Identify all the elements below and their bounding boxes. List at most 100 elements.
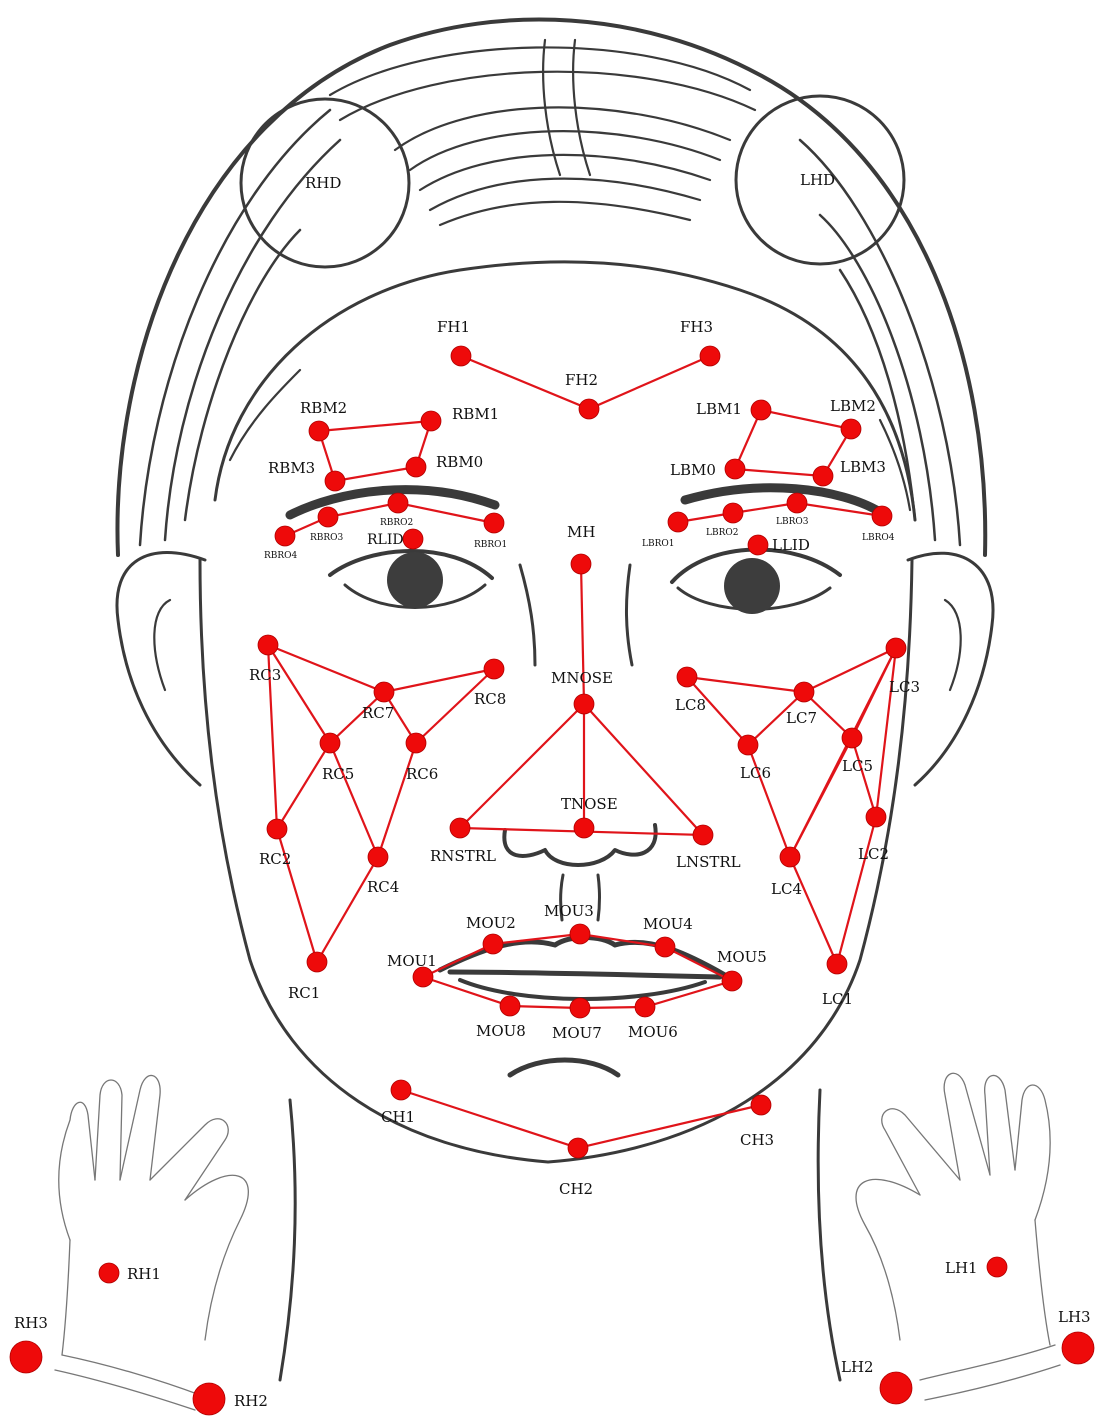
label-LC4: LC4: [771, 880, 802, 898]
marker-RH3: [10, 1341, 42, 1373]
label-FH2: FH2: [565, 371, 598, 389]
marker-LC8: [677, 667, 697, 687]
label-LBRO1: LBRO1: [642, 539, 674, 549]
label-LBM0: LBM0: [670, 461, 716, 479]
marker-LBM0: [725, 459, 745, 479]
marker-RC8: [484, 659, 504, 679]
label-RBM1: RBM1: [452, 405, 499, 423]
label-RC1: RC1: [288, 984, 320, 1002]
label-RLID: RLID: [367, 532, 404, 548]
label-FH1: FH1: [437, 318, 470, 336]
marker-CH2: [568, 1138, 588, 1158]
marker-LH3: [1062, 1332, 1094, 1364]
marker-RBM1: [421, 411, 441, 431]
marker-MOU6: [635, 997, 655, 1017]
label-LH3: LH3: [1058, 1308, 1091, 1326]
marker-LBM2: [841, 419, 861, 439]
label-LNSTRL: LNSTRL: [676, 853, 741, 871]
label-LBRO4: LBRO4: [862, 533, 895, 543]
edge-rc-outer: [268, 645, 378, 962]
marker-LC6: [738, 735, 758, 755]
label-MOU1: MOU1: [387, 952, 437, 970]
marker-RC5: [320, 733, 340, 753]
marker-MOU5: [722, 971, 742, 991]
marker-RBM3: [325, 471, 345, 491]
marker-RC2: [267, 819, 287, 839]
marker-RBM2: [309, 421, 329, 441]
right-hand-drawing: [55, 1075, 248, 1410]
label-RBM0: RBM0: [436, 453, 483, 471]
marker-LBRO3: [787, 493, 807, 513]
marker-LBRO2: [723, 503, 743, 523]
label-LBM1: LBM1: [696, 400, 742, 418]
label-RC5: RC5: [322, 765, 354, 783]
marker-RLID: [403, 529, 423, 549]
marker-RH1: [99, 1263, 119, 1283]
marker-RC3: [258, 635, 278, 655]
marker-RH2: [193, 1383, 225, 1415]
marker-MOU3: [570, 924, 590, 944]
marker-LBRO1: [668, 512, 688, 532]
edge-lbm: [735, 410, 851, 476]
label-TNOSE: TNOSE: [561, 795, 618, 813]
label-RC2: RC2: [259, 850, 291, 868]
label-RC7: RC7: [362, 704, 394, 722]
marker-FH2: [579, 399, 599, 419]
marker-LH2: [880, 1372, 912, 1404]
label-LC6: LC6: [740, 764, 771, 782]
marker-LC2: [866, 807, 886, 827]
marker-LC4: [780, 847, 800, 867]
label-RBM2: RBM2: [300, 399, 347, 417]
marker-MOU1: [413, 967, 433, 987]
label-MOU2: MOU2: [466, 914, 516, 932]
label-LBRO2: LBRO2: [706, 528, 738, 538]
label-LBM2: LBM2: [830, 397, 876, 415]
edge-lc-top: [687, 648, 896, 692]
marker-TNOSE: [574, 818, 594, 838]
marker-FH1: [451, 346, 471, 366]
label-CH3: CH3: [740, 1131, 774, 1149]
marker-RBM0: [406, 457, 426, 477]
marker-LBRO4: [872, 506, 892, 526]
marker-MH: [571, 554, 591, 574]
label-LC8: LC8: [675, 696, 706, 714]
label-LHD: LHD: [800, 171, 835, 189]
label-RH3: RH3: [14, 1314, 48, 1332]
marker-LNSTRL: [693, 825, 713, 845]
marker-RBRO2: [388, 493, 408, 513]
marker-LC7: [794, 682, 814, 702]
label-LLID: LLID: [772, 536, 810, 554]
label-RC3: RC3: [249, 666, 281, 684]
label-RH1: RH1: [127, 1265, 161, 1283]
label-LC5: LC5: [842, 757, 873, 775]
marker-FH3: [700, 346, 720, 366]
label-MH: MH: [567, 523, 595, 541]
label-LBRO3: LBRO3: [776, 517, 809, 527]
marker-RBRO1: [484, 513, 504, 533]
label-MNOSE: MNOSE: [551, 669, 613, 687]
marker-LC5: [842, 728, 862, 748]
edge-nose-triangle: [460, 704, 703, 835]
edge-rc-mid: [268, 645, 416, 857]
label-LC2: LC2: [858, 845, 889, 863]
marker-MOU4: [655, 937, 675, 957]
face-outline-drawing: [117, 20, 993, 1380]
label-RC4: RC4: [367, 878, 399, 896]
label-LC7: LC7: [786, 709, 817, 727]
marker-MOU7: [570, 998, 590, 1018]
left-hand-drawing: [856, 1073, 1060, 1400]
label-MOU3: MOU3: [544, 902, 594, 920]
label-RNSTRL: RNSTRL: [430, 847, 496, 865]
label-LC1: LC1: [822, 990, 853, 1008]
label-RBRO4: RBRO4: [264, 551, 298, 561]
marker-RC7: [374, 682, 394, 702]
label-RHD: RHD: [305, 174, 341, 192]
marker-CH1: [391, 1080, 411, 1100]
label-MOU8: MOU8: [476, 1022, 526, 1040]
marker-LC1: [827, 954, 847, 974]
label-FH3: FH3: [680, 318, 713, 336]
marker-RBRO4: [275, 526, 295, 546]
label-LH1: LH1: [945, 1259, 978, 1277]
